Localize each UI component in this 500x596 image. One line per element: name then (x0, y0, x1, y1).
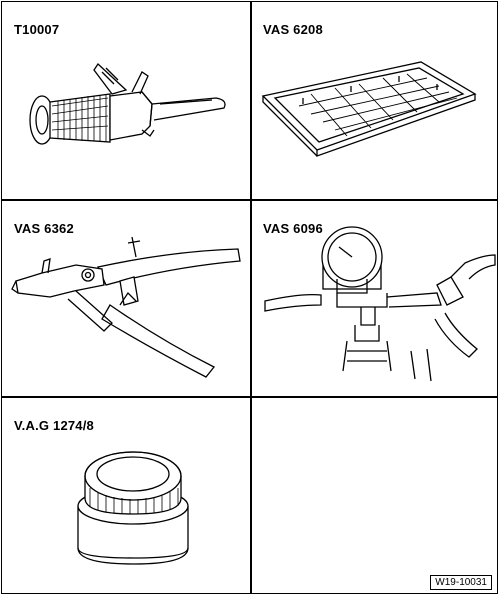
grid-divider-vertical (250, 2, 252, 593)
cell-vas6096: VAS 6096 (251, 201, 499, 396)
hose-clip-pliers-icon (11, 236, 241, 378)
refractometer-icon (29, 63, 226, 145)
cell-vas6362: VAS 6362 (2, 201, 250, 396)
grid-divider-row2 (2, 396, 497, 398)
adapter-cap-icon (77, 451, 189, 565)
cell-empty (251, 398, 499, 595)
tool-label-vag1274-8: V.A.G 1274/8 (14, 418, 94, 433)
cell-vag1274-8: V.A.G 1274/8 (2, 398, 250, 595)
figure-reference: W19-10031 (430, 575, 492, 590)
tool-label-vas6096: VAS 6096 (263, 221, 323, 236)
drip-tray-icon (261, 61, 477, 157)
tool-label-t10007: T10007 (14, 22, 60, 37)
tool-label-vas6362: VAS 6362 (14, 221, 74, 236)
grid-divider-row1 (2, 199, 497, 201)
cooling-system-tester-icon (264, 226, 496, 382)
cell-t10007: T10007 (2, 2, 250, 199)
cell-vas6208: VAS 6208 (251, 2, 499, 199)
tool-label-vas6208: VAS 6208 (263, 22, 323, 37)
